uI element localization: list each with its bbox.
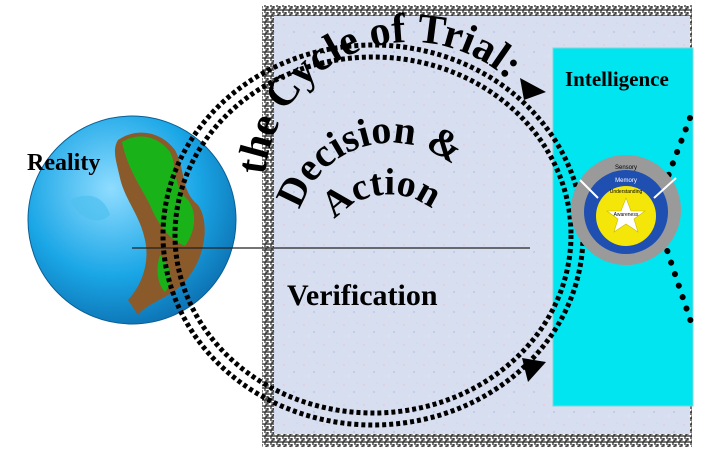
reality-label: Reality	[27, 150, 100, 176]
ring-label-understanding: Understanding	[610, 189, 643, 195]
intelligence-rings: Sensory Memory Understanding Awareness	[571, 155, 681, 265]
globe-icon	[27, 115, 237, 325]
arrow-left-icon	[522, 358, 546, 382]
intelligence-label: Intelligence	[565, 67, 669, 91]
star-icon	[606, 197, 646, 233]
ring-label-memory: Memory	[615, 178, 637, 184]
verification-label: Verification	[287, 279, 438, 312]
ring-label-awareness: Awareness	[614, 212, 639, 218]
ring-label-sensory: Sensory	[615, 165, 637, 171]
arrow-right-icon	[520, 78, 546, 100]
